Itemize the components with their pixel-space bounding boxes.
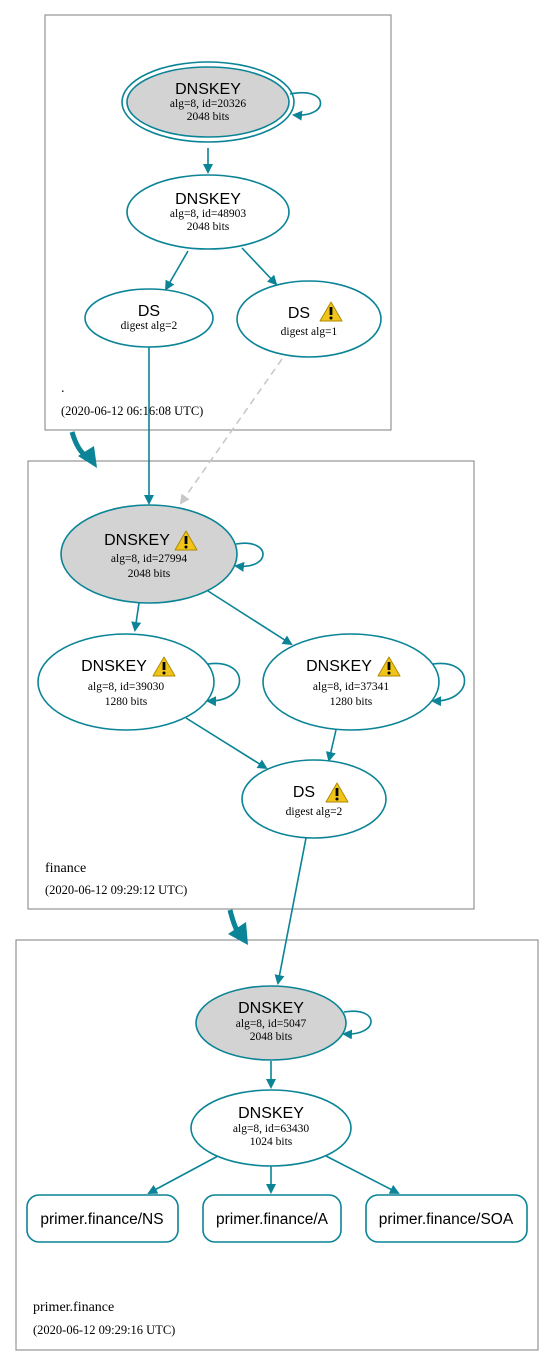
rrset-label: primer.finance/NS xyxy=(40,1211,163,1228)
self-loop-k39030 xyxy=(206,662,241,707)
self-loop-root-ksk xyxy=(289,91,322,121)
node-root-ksk[interactable]: DNSKEY alg=8, id=20326 2048 bits xyxy=(121,61,295,143)
self-loop-fin-ksk xyxy=(234,542,264,572)
node-line2: 2048 bits xyxy=(250,1031,293,1043)
node-line1: alg=8, id=37341 xyxy=(313,681,389,693)
edge-prizsk-soa xyxy=(325,1155,400,1194)
edge-prizsk-ns xyxy=(147,1155,219,1194)
node-title: DNSKEY xyxy=(81,658,147,675)
node-line1: alg=8, id=5047 xyxy=(236,1018,307,1030)
node-title: DNSKEY xyxy=(238,1105,304,1122)
edge-k37341-findsds xyxy=(325,729,337,762)
edge-rootzsk-ds2 xyxy=(164,250,189,291)
edge-k39030-findsds xyxy=(185,717,268,770)
node-title: DNSKEY xyxy=(175,81,241,98)
node-line1: alg=8, id=39030 xyxy=(88,681,164,693)
zone-cluster-root xyxy=(44,14,392,431)
node-root-ds-alg2[interactable]: DS digest alg=2 xyxy=(84,288,214,348)
node-line2: 2048 bits xyxy=(128,568,171,580)
rrset-a[interactable]: primer.finance/A xyxy=(202,1194,342,1243)
rrset-label: primer.finance/A xyxy=(216,1211,329,1228)
node-title: DNSKEY xyxy=(104,532,170,549)
node-line1: alg=8, id=27994 xyxy=(111,553,187,565)
node-finance-ds[interactable]: DS digest alg=2 xyxy=(241,759,387,839)
node-finance-ksk[interactable]: DNSKEY alg=8, id=27994 2048 bits xyxy=(60,504,238,604)
node-title: DNSKEY xyxy=(238,1000,304,1017)
node-line1: digest alg=2 xyxy=(286,806,343,818)
rrset-soa[interactable]: primer.finance/SOA xyxy=(365,1194,528,1243)
node-title: DS xyxy=(138,303,160,320)
node-line1: alg=8, id=20326 xyxy=(170,98,246,110)
node-title: DNSKEY xyxy=(306,658,372,675)
zone-name-root: . xyxy=(61,381,65,396)
zone-date-primer: (2020-06-12 09:29:16 UTC) xyxy=(33,1323,175,1337)
node-finance-dnskey-37341[interactable]: DNSKEY alg=8, id=37341 1280 bits xyxy=(262,633,440,731)
edge-rootzsk-ds1 xyxy=(241,247,278,286)
zone-date-finance: (2020-06-12 09:29:12 UTC) xyxy=(45,883,187,897)
node-line1: digest alg=1 xyxy=(281,326,338,338)
node-root-ds-alg1[interactable]: DS digest alg=1 xyxy=(236,280,382,358)
node-finance-dnskey-39030[interactable]: DNSKEY alg=8, id=39030 1280 bits xyxy=(37,633,215,731)
self-loop-pri-ksk xyxy=(342,1010,372,1040)
node-line2: 2048 bits xyxy=(187,111,230,123)
node-line1: alg=8, id=63430 xyxy=(233,1123,309,1135)
rrset-ns[interactable]: primer.finance/NS xyxy=(26,1194,179,1243)
edge-finksk-k39030 xyxy=(131,602,142,632)
node-line1: digest alg=2 xyxy=(121,320,178,332)
node-line1: alg=8, id=48903 xyxy=(170,208,246,220)
edge-ds1-finksk-dashed xyxy=(179,358,283,505)
self-loop-k37341 xyxy=(431,662,466,707)
zone-name-finance: finance xyxy=(45,861,86,876)
node-title: DS xyxy=(293,784,315,801)
node-root-zsk[interactable]: DNSKEY alg=8, id=48903 2048 bits xyxy=(126,174,290,250)
edge-findsds-priksk xyxy=(274,837,307,985)
node-primer-ksk[interactable]: DNSKEY alg=8, id=5047 2048 bits xyxy=(195,985,347,1061)
rrset-label: primer.finance/SOA xyxy=(379,1211,514,1228)
zone-cluster-finance xyxy=(27,460,475,910)
node-title: DNSKEY xyxy=(175,191,241,208)
zone-cluster-primer xyxy=(15,939,539,1351)
node-title: DS xyxy=(288,305,310,322)
node-line2: 1280 bits xyxy=(105,696,148,708)
node-line2: 1280 bits xyxy=(330,696,373,708)
node-line2: 2048 bits xyxy=(187,221,230,233)
node-primer-zsk[interactable]: DNSKEY alg=8, id=63430 1024 bits xyxy=(190,1089,352,1167)
zone-date-root: (2020-06-12 06:16:08 UTC) xyxy=(61,404,203,418)
delegation-arrowhead-finance-primer xyxy=(228,922,248,945)
node-line2: 1024 bits xyxy=(250,1136,293,1148)
edge-finksk-k37341 xyxy=(207,590,293,646)
delegation-arrowhead-root-finance xyxy=(78,446,97,468)
zone-name-primer: primer.finance xyxy=(33,1300,114,1315)
